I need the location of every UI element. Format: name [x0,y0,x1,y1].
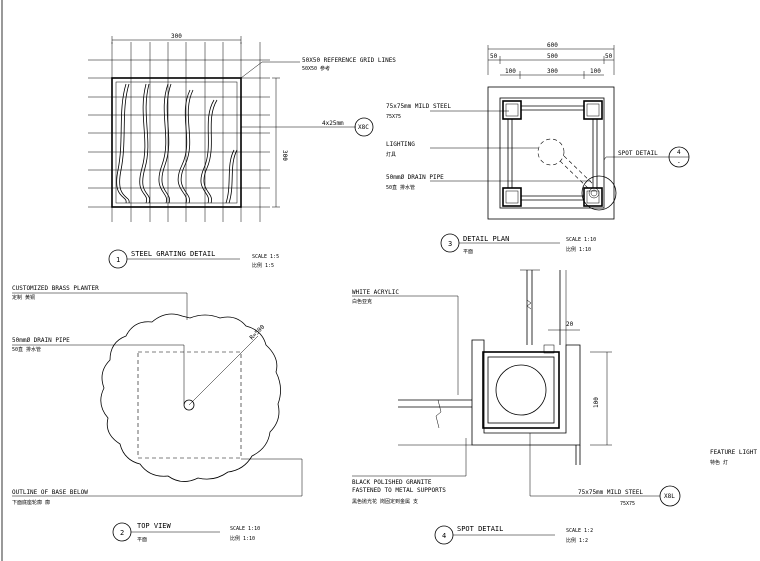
drain-pipe-label: 50mmØ DRAIN PIPE [12,337,70,344]
svg-text:2: 2 [120,529,124,537]
svg-text:比例 1:10: 比例 1:10 [566,246,591,253]
svg-text:1: 1 [116,256,120,264]
granite-label: BLACK POLISHED GRANITE [352,479,432,486]
grid-lines-label-cn: 50X50 参考 [302,65,330,72]
base-outline-label: OUTLINE OF BASE BELOW [12,489,88,496]
detail-title: SPOT DETAIL [457,525,503,533]
detail-scale: SCALE 1:2 [566,528,593,534]
svg-text:4: 4 [442,532,446,540]
svg-text:比例 1:2: 比例 1:2 [566,537,588,544]
feature-light-label: FEATURE LIGHT [710,449,757,456]
svg-text:100: 100 [590,68,601,75]
grating-width-dim: 300 [171,33,182,40]
wavy-bars [116,83,238,204]
svg-text:-: - [677,159,681,166]
lighting-circle [537,138,565,166]
detail-plan: 600 50 500 50 100 300 100 [386,42,690,255]
plan-total-dim: 600 [547,42,558,49]
svg-text:300: 300 [547,68,558,75]
svg-text:100: 100 [505,68,516,75]
bar-size-label: 4x25mm [322,120,344,127]
reference-grid [88,42,270,222]
svg-text:3: 3 [448,240,452,248]
svg-text:FASTENED TO METAL SUPPORTS: FASTENED TO METAL SUPPORTS [352,487,446,494]
svg-text:500: 500 [547,53,558,60]
plan-base-outline [487,86,615,220]
svg-text:白色亚克: 白色亚克 [352,298,372,305]
grating-height-dim: 300 [281,150,288,161]
drain-pipe-circle [183,399,195,411]
steel-label: 75x75mm MILD STEEL [386,103,451,110]
svg-text:75X75: 75X75 [620,501,635,507]
brass-planter-outline [100,313,281,482]
white-acrylic-label: WHITE ACRYLIC [352,289,399,296]
svg-text:X8L: X8L [664,493,675,500]
svg-text:黑色抛光花 岗固定到金属 支: 黑色抛光花 岗固定到金属 支 [352,498,418,505]
dim-20: 20 [566,321,574,328]
lighting-label: LIGHTING [386,141,415,148]
grating-frame [111,77,242,208]
mild-steel-label: 75x75mm MILD STEEL [578,489,643,496]
spot-light-box [482,351,560,429]
svg-text:50: 50 [490,53,498,60]
steel-grating-detail: 300 300 50X50 REFERENCE GRID LINES 50X50… [88,33,396,269]
dim-100: 100 [593,397,600,408]
base-outline-dashed [137,351,242,459]
svg-text:下面底座轮廓 廓: 下面底座轮廓 廓 [12,499,50,506]
reference-bubble [354,117,374,137]
detail-scale: SCALE 1:5 [252,254,279,260]
spot-detail-callout-circle [581,175,617,211]
detail-scale: SCALE 1:10 [230,526,260,532]
reference-bubble [659,485,681,507]
top-view: R=500 CUSTOMIZED BRASS PLANTER 定制 黄铜 50m… [12,285,303,543]
steel-post [502,100,522,120]
svg-text:平面: 平面 [463,249,473,255]
detail-title: DETAIL PLAN [463,235,509,243]
svg-text:X8C: X8C [358,124,369,131]
svg-text:定制 黄铜: 定制 黄铜 [12,294,35,301]
svg-text:75X75: 75X75 [386,114,401,120]
detail-title: TOP VIEW [137,522,172,530]
spot-detail: 20 100 WHITE ACRYLIC 白色亚克 BLACK POLISHED… [352,269,757,545]
svg-text:比例 1:10: 比例 1:10 [230,535,255,542]
svg-text:50直 排水管: 50直 排水管 [12,346,41,353]
detail-title: STEEL GRATING DETAIL [131,250,215,258]
svg-text:50: 50 [605,53,613,60]
drain-pipe-label: 50mmØ DRAIN PIPE [386,174,444,181]
detail-scale: SCALE 1:10 [566,237,596,243]
svg-text:平面: 平面 [137,537,147,543]
svg-text:50直 排水管: 50直 排水管 [386,184,415,191]
spot-light-lens [495,364,547,416]
granite-base [471,339,581,446]
svg-text:4: 4 [677,149,681,156]
svg-text:比例 1:5: 比例 1:5 [252,262,274,269]
svg-text:特色 灯: 特色 灯 [710,459,728,466]
svg-text:灯具: 灯具 [386,151,396,158]
planter-label: CUSTOMIZED BRASS PLANTER [12,285,99,292]
spot-detail-label: SPOT DETAIL [618,150,658,157]
grid-lines-label: 50X50 REFERENCE GRID LINES [302,57,396,64]
